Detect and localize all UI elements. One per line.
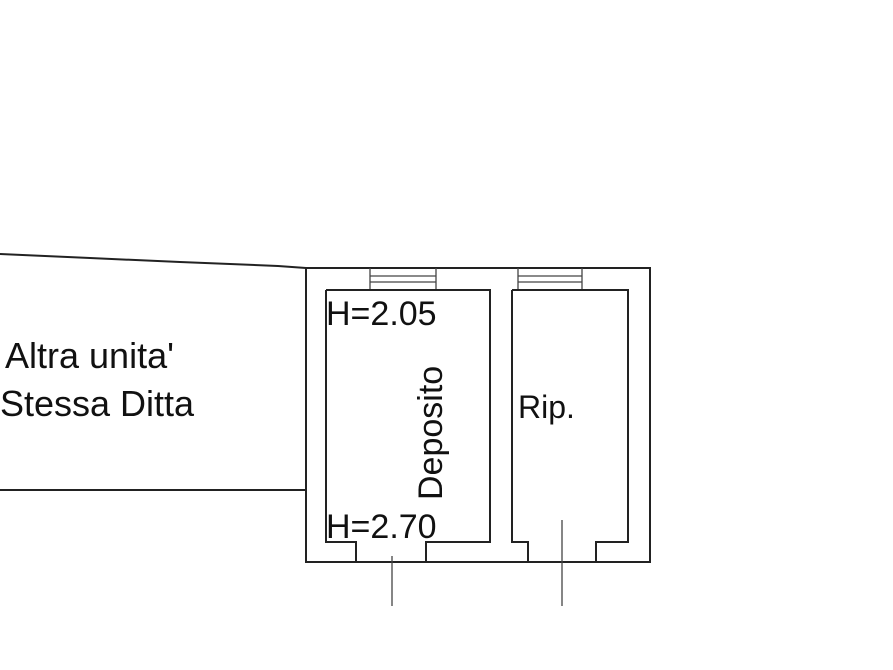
room-label-deposito: Deposito — [412, 366, 450, 500]
neighbor-unit-label-line1: Altra unita' — [5, 335, 174, 376]
neighbor-unit-outline — [0, 253, 307, 491]
deposito-height-bottom: H=2.70 — [326, 508, 437, 546]
deposito-height-top: H=2.05 — [326, 295, 437, 333]
room-rip-outline — [511, 289, 629, 562]
door-axis-lines — [391, 520, 563, 606]
top-window-rip — [517, 268, 583, 290]
room-label-rip: Rip. — [518, 389, 575, 425]
top-window-deposito — [369, 268, 437, 290]
room-deposito-outline — [325, 289, 491, 562]
neighbor-unit-label-line2: Stessa Ditta — [0, 383, 195, 424]
building-outer-walls — [305, 267, 651, 563]
